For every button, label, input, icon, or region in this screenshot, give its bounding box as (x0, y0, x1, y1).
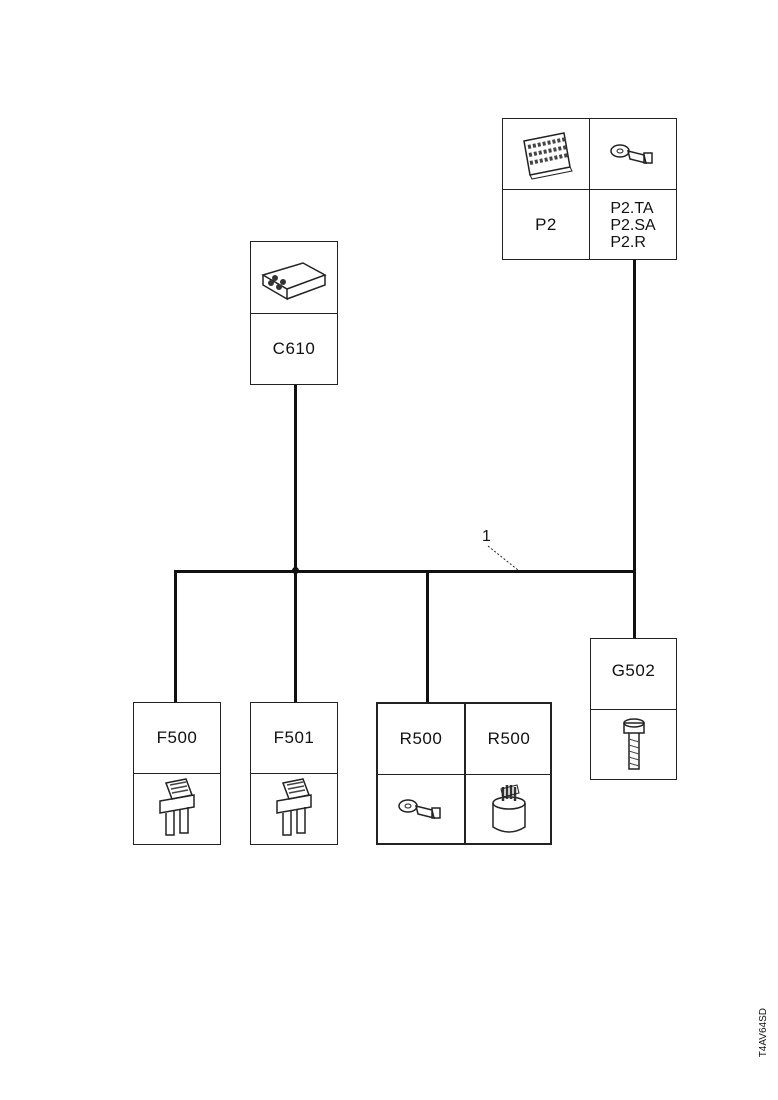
f500-illustration (134, 774, 220, 844)
c610-label: C610 (272, 339, 316, 358)
wire-f500 (174, 571, 177, 702)
fuse-holder-icon (276, 778, 312, 836)
g502-illustration (591, 710, 676, 780)
ground-bolt-icon (622, 718, 645, 770)
wire-r500 (426, 571, 429, 702)
g502-component-box: G502 (590, 638, 677, 780)
relay-icon (492, 784, 526, 833)
fuse-box-icon (523, 132, 573, 180)
wire-f501 (294, 571, 297, 702)
f500-component-box: F500 (133, 702, 221, 845)
g502-label: G502 (611, 661, 656, 680)
f501-component-box: F501 (250, 702, 338, 845)
wire-c610 (294, 385, 297, 573)
connector-plug-icon (261, 261, 327, 300)
r500-b-label: R500 (487, 729, 531, 748)
p2-fusebox-illustration (503, 119, 589, 189)
p2-terminal-r: P2.R (610, 233, 646, 251)
p2-label: P2 (535, 215, 557, 234)
ring-terminal-icon (610, 144, 653, 165)
drawing-code: T4AV64SD (758, 1008, 769, 1058)
f500-label: F500 (156, 728, 198, 747)
r500-component-box: R500 R500 (376, 702, 552, 845)
harness-ref-label: 1 (482, 528, 491, 545)
p2-terminal-sa: P2.SA (610, 216, 656, 234)
f501-illustration (251, 774, 337, 844)
ring-terminal-icon (398, 799, 441, 820)
r500-a-label: R500 (399, 729, 443, 748)
wire-g502 (633, 571, 636, 640)
p2-terminal-list: P2.TA P2.SA P2.R (590, 190, 676, 260)
p2-terminal-ta: P2.TA (610, 199, 654, 217)
wire-p2 (633, 260, 636, 573)
junction-node (292, 567, 299, 574)
harness-ref-leader (487, 545, 519, 571)
p2-terminal-illustration (590, 119, 676, 189)
f501-label: F501 (273, 728, 315, 747)
harness-trunk (174, 570, 636, 573)
c610-component-box: C610 (250, 241, 338, 385)
r500-b-illustration (466, 775, 552, 843)
fuse-holder-icon (159, 778, 195, 836)
r500-a-illustration (378, 775, 464, 843)
p2-component-box: P2 P2.TA P2.SA P2.R (502, 118, 677, 260)
c610-illustration (251, 242, 337, 313)
